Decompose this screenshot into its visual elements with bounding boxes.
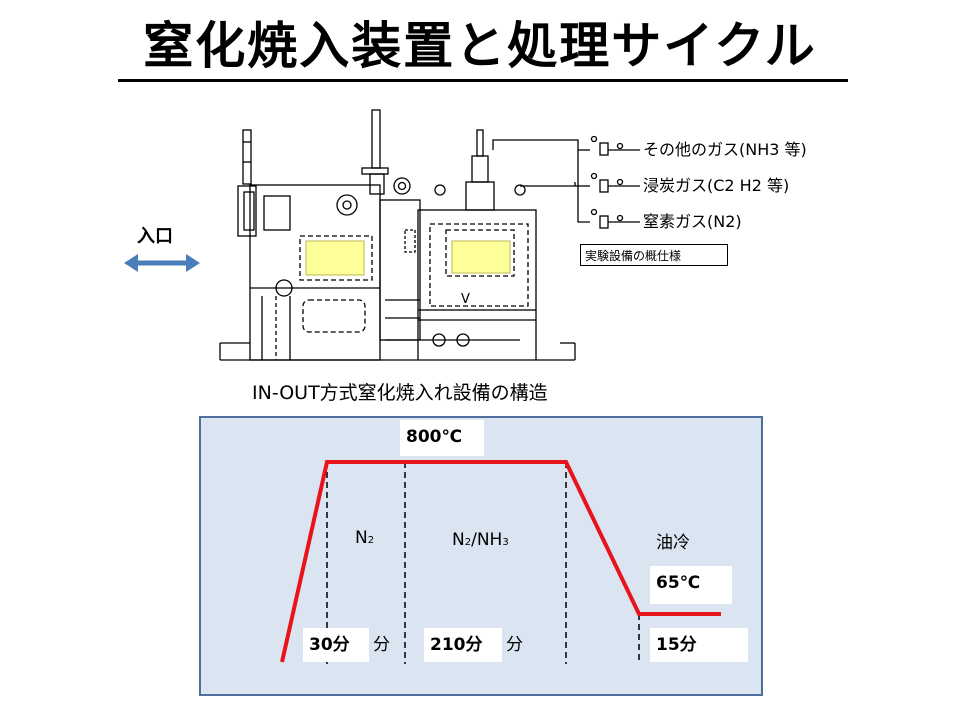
phase-label-n2: N2 [355, 528, 375, 548]
peak-temp-box: 800℃ [400, 420, 484, 456]
gas-line-carburizing: 浸炭ガス(C2 H2 等) [643, 176, 790, 195]
phase-label-n2-nh3: N2/NH3 [452, 530, 509, 550]
apparatus-diagram [124, 109, 640, 361]
quench-temp-box: 65℃ [650, 566, 732, 604]
workpiece-left [305, 240, 365, 276]
workpiece-right [451, 240, 511, 274]
gas-line-other: その他のガス(NH3 等) [643, 140, 807, 159]
duration-tail-30: 分 [373, 635, 390, 655]
gas-line-nitrogen: 窒素ガス(N2) [643, 212, 742, 231]
furnace-drawing [219, 109, 640, 361]
temperature-profile-line [280, 460, 721, 663]
duration-label-30: 30分 [309, 635, 350, 655]
entrance-label: 入口 [137, 226, 173, 247]
marker-v: V [461, 292, 470, 307]
duration-label-15: 15分 [656, 635, 697, 655]
spec-box: 実験設備の概仕様 [580, 244, 728, 266]
duration-tail-210: 分 [506, 635, 523, 655]
diagram-caption: IN-OUT方式窒化焼入れ設備の構造 [252, 382, 548, 404]
duration-box-210: 210分 [424, 628, 502, 662]
peak-temp-label: 800℃ [406, 427, 463, 447]
entrance-arrow [124, 254, 200, 272]
duration-box-15: 15分 [650, 628, 748, 662]
phase-label-oil-cooling: 油冷 [656, 533, 690, 553]
duration-label-210: 210分 [430, 635, 483, 655]
title-underline [118, 79, 848, 82]
quench-temp-label: 65℃ [656, 573, 701, 593]
page-title: 窒化焼入装置と処理サイクル [143, 17, 817, 75]
duration-box-30: 30分 [303, 628, 369, 662]
